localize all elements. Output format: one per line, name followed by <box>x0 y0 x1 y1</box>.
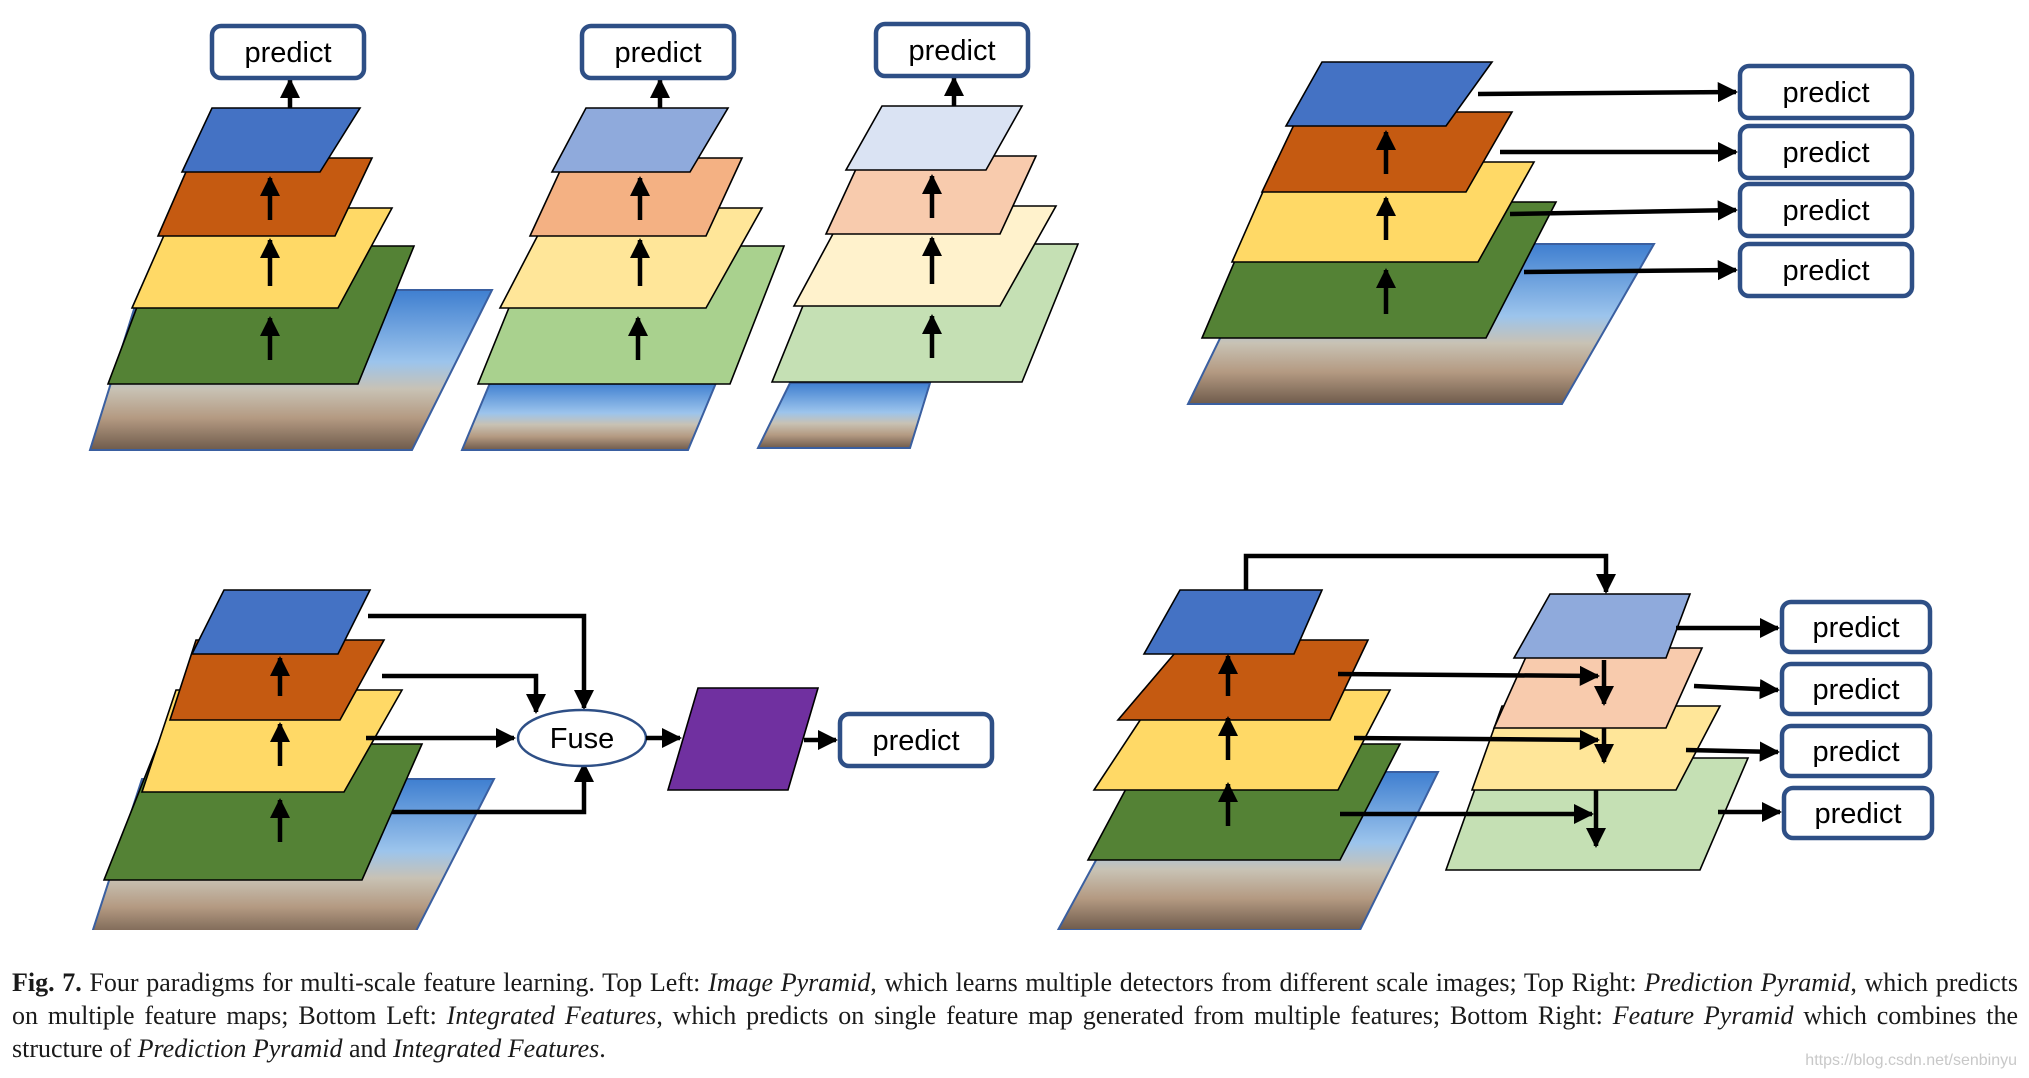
predict-box <box>1737 241 1915 299</box>
feature-pyramid-panel: predict predict predict predict <box>1056 553 1935 930</box>
caption-term: Integrated Features <box>393 1034 600 1063</box>
figure-label: Fig. 7. <box>12 968 82 997</box>
caption-term: Prediction Pyramid <box>137 1034 343 1063</box>
predict-label: predict <box>1812 674 1899 706</box>
predict-label: predict <box>1782 77 1869 109</box>
blue-layer <box>1284 61 1494 127</box>
caption-term: Image Pyramid <box>708 968 871 997</box>
predict-box <box>1779 599 1933 655</box>
predict-label: predict <box>614 37 701 69</box>
predict-box <box>837 711 995 769</box>
right-arrow <box>1523 260 1739 281</box>
caption-text: Four paradigms for multi-scale feature l… <box>81 968 709 997</box>
right-arrow <box>1685 741 1781 762</box>
predict-label: predict <box>1814 798 1901 830</box>
predict-label: predict <box>1782 255 1869 287</box>
right-arrow <box>1477 82 1739 103</box>
photo-small <box>758 383 930 448</box>
predict-box <box>1779 723 1933 779</box>
connector-arrow <box>392 761 595 815</box>
blue-layer <box>180 107 362 173</box>
blue-layer <box>190 589 372 655</box>
predict-box <box>1737 181 1915 239</box>
lateral-arrow <box>1337 665 1601 686</box>
watermark: https://blog.csdn.net/senbinyu <box>1805 1052 2017 1069</box>
connector-arrow <box>368 613 595 711</box>
image-pyramid-panel: predict predict <box>88 21 1080 451</box>
figure-caption: Fig. 7. Four paradigms for multi-scale f… <box>12 966 2018 1065</box>
pale-orange-layer <box>1492 647 1704 729</box>
right-arrow <box>1693 679 1781 700</box>
predict-box <box>1737 63 1915 121</box>
prediction-pyramid-panel: predict predict predict predict <box>1186 61 1915 405</box>
caption-text: which combines the structure of <box>12 1001 2019 1063</box>
predict-label: predict <box>1812 736 1899 768</box>
pale-blue-layer <box>844 105 1024 171</box>
blue-layer <box>1142 589 1324 655</box>
figure-diagram: predict predict <box>88 21 1935 930</box>
orange-layer <box>1116 639 1370 721</box>
predict-box <box>1779 661 1933 717</box>
predict-box <box>209 23 367 81</box>
predict-box <box>1737 123 1915 181</box>
predict-label: predict <box>1812 612 1899 644</box>
caption-text: . <box>599 1034 606 1063</box>
predict-box <box>873 21 1031 79</box>
caption-text: , which learns multiple detectors from d… <box>870 968 1645 997</box>
predict-box <box>579 23 737 81</box>
predict-label: predict <box>244 37 331 69</box>
predict-label: predict <box>908 35 995 67</box>
caption-term: Prediction Pyramid <box>1644 968 1851 997</box>
caption-term: Feature Pyramid <box>1612 1001 1794 1030</box>
image-pyramid-column-3: predict <box>756 21 1080 449</box>
predict-label: predict <box>1782 137 1869 169</box>
right-arrow <box>1509 200 1739 221</box>
photo-medium <box>462 383 716 450</box>
image-pyramid-column-2: predict <box>460 23 786 451</box>
predict-box <box>1781 785 1935 841</box>
connector-arrow <box>382 673 547 715</box>
image-pyramid-column-1: predict <box>88 23 494 451</box>
caption-text: and <box>342 1034 393 1063</box>
caption-text: , which predicts on multiple feature map… <box>12 968 2019 1030</box>
integrated-features-panel: Fuse predict <box>91 589 995 930</box>
caption-text: , which predicts on single feature map g… <box>656 1001 1613 1030</box>
top-down-arrow <box>1243 553 1617 595</box>
predict-label: predict <box>872 725 959 757</box>
fuse-label: Fuse <box>550 723 614 755</box>
light-blue-layer <box>550 107 730 173</box>
light-blue-layer <box>1512 593 1692 659</box>
purple-layer <box>666 687 820 791</box>
lateral-arrow <box>1353 729 1601 750</box>
caption-term: Integrated Features <box>446 1001 657 1030</box>
predict-label: predict <box>1782 195 1869 227</box>
